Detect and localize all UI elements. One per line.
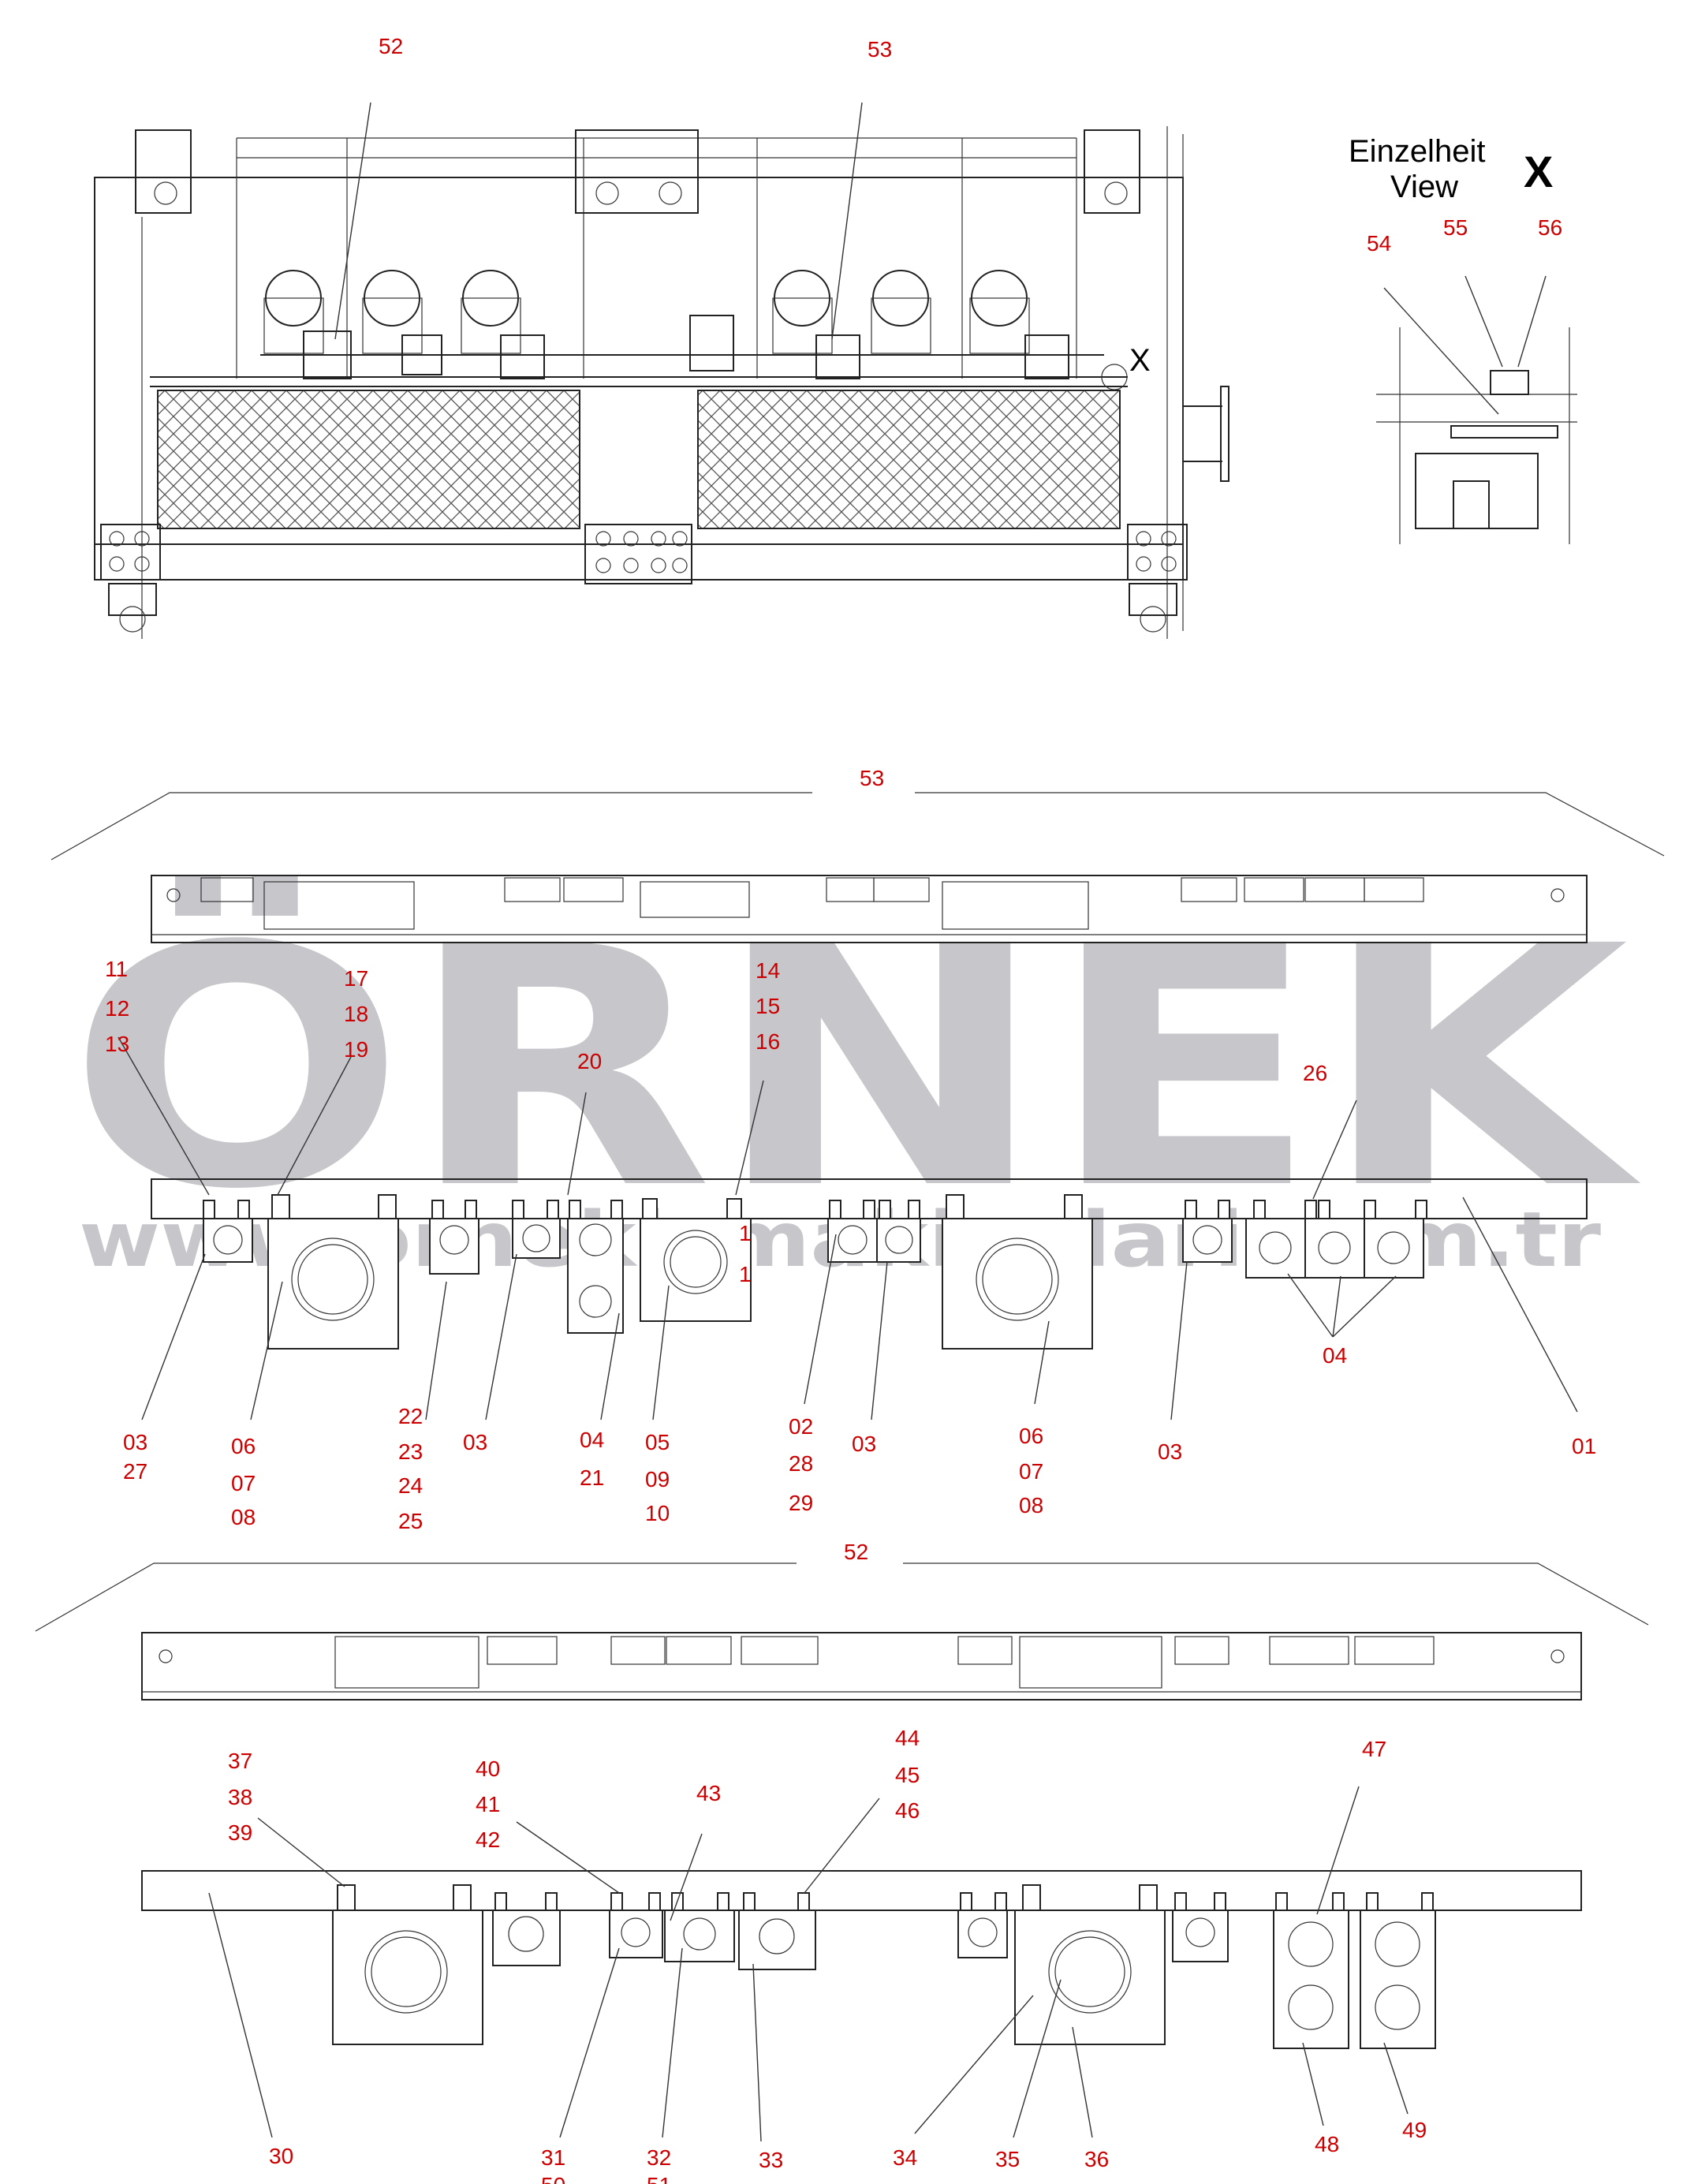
detail-marker: X	[1524, 147, 1553, 196]
callout-08a: 08	[231, 1505, 256, 1529]
callout-30: 30	[269, 2144, 293, 2168]
callout-13: 13	[105, 1032, 129, 1056]
watermark-brand: ÖRNEK	[67, 872, 1644, 1262]
assembly-front-view: X 52 53	[94, 34, 1229, 639]
callout-34: 34	[893, 2145, 917, 2170]
callout-1b: 1	[739, 1262, 752, 1286]
callout-19: 19	[344, 1037, 368, 1062]
callout-01: 01	[1572, 1434, 1596, 1458]
callout-03d: 03	[1158, 1439, 1182, 1464]
foot-left	[108, 583, 157, 633]
callout-1a: 1	[739, 1221, 752, 1245]
callout-23: 23	[398, 1439, 423, 1464]
callout-29: 29	[789, 1491, 813, 1515]
callout-15: 15	[756, 994, 780, 1018]
callout-04b: 04	[1323, 1343, 1347, 1368]
callout-31: 31	[541, 2145, 565, 2170]
section-53: 53	[50, 766, 1665, 1533]
rail-upper	[151, 875, 1588, 943]
callout-54: 54	[1367, 231, 1391, 256]
rail-fittings-upper	[166, 877, 1565, 930]
callout-05: 05	[645, 1430, 670, 1454]
callout-04a: 04	[580, 1428, 604, 1452]
callout-28: 28	[789, 1451, 813, 1476]
callout-42: 42	[476, 1827, 500, 1852]
callout-08b: 08	[1019, 1493, 1043, 1518]
callout-33: 33	[759, 2148, 783, 2172]
callout-24: 24	[398, 1473, 423, 1498]
callout-36: 36	[1084, 2147, 1109, 2171]
section-53-label: 53	[860, 766, 884, 790]
callout-38: 38	[228, 1785, 252, 1809]
foot-right	[1129, 583, 1177, 633]
insulation-panel-right	[697, 390, 1121, 529]
callout-40: 40	[476, 1757, 500, 1781]
callout-43: 43	[696, 1781, 721, 1805]
leaders-53	[118, 1036, 1578, 1421]
callout-25: 25	[398, 1509, 423, 1533]
callout-12: 12	[105, 996, 129, 1021]
detail-subtitle: View	[1390, 170, 1458, 204]
callout-21: 21	[580, 1465, 604, 1490]
callout-11: 11	[105, 957, 128, 981]
callout-47: 47	[1362, 1737, 1386, 1761]
callout-44: 44	[895, 1726, 920, 1750]
clamps-53	[203, 1194, 1427, 1350]
section-52-label: 52	[844, 1540, 868, 1564]
callout-02: 02	[789, 1414, 813, 1439]
base-bolt-block-right	[1127, 524, 1188, 581]
base-bolt-block-mid	[584, 524, 692, 584]
callout-10: 10	[645, 1501, 670, 1525]
detail-title: Einzelheit	[1349, 134, 1485, 169]
callout-27: 27	[123, 1459, 147, 1484]
pipe-ends	[263, 270, 1030, 354]
mount-bracket-right	[1084, 129, 1140, 214]
callout-48: 48	[1315, 2132, 1339, 2156]
callout-46: 46	[895, 1798, 920, 1823]
rail-lower-52	[141, 1870, 1582, 1911]
callout-14: 14	[756, 958, 780, 983]
callout-26: 26	[1303, 1061, 1327, 1085]
callout-03b: 03	[463, 1430, 487, 1454]
insulation-panel-left	[157, 390, 580, 529]
callout-53-top: 53	[868, 37, 892, 62]
callout-41: 41	[476, 1792, 500, 1816]
callout-03a: 03	[123, 1430, 147, 1454]
callout-20: 20	[577, 1049, 602, 1073]
callout-52-top: 52	[379, 34, 403, 58]
callout-07a: 07	[231, 1471, 256, 1495]
callout-03c: 03	[852, 1432, 876, 1456]
base-bolt-block-left	[100, 524, 161, 581]
detail-view-x: Einzelheit View X 54 55 56	[1349, 134, 1577, 544]
mount-bracket-mid	[575, 129, 699, 214]
callout-56: 56	[1538, 215, 1562, 240]
callout-06b: 06	[1019, 1424, 1043, 1448]
callout-32: 32	[647, 2145, 671, 2170]
rail-upper-52	[141, 1632, 1582, 1701]
rail-fittings-52	[159, 1636, 1565, 1689]
callout-45: 45	[895, 1763, 920, 1787]
callout-39: 39	[228, 1820, 252, 1845]
callout-49: 49	[1402, 2118, 1427, 2142]
callout-37: 37	[228, 1749, 252, 1773]
callout-51: 51	[647, 2173, 671, 2184]
callout-22: 22	[398, 1404, 423, 1428]
callout-16: 16	[756, 1029, 780, 1054]
callout-50: 50	[541, 2173, 565, 2184]
callout-06a: 06	[231, 1434, 256, 1458]
callout-09: 09	[645, 1467, 670, 1491]
clamps-52	[332, 1884, 1436, 2049]
leaders-52	[208, 1786, 1409, 2142]
view-marker-x: X	[1129, 343, 1151, 378]
callout-55: 55	[1443, 215, 1468, 240]
callout-18: 18	[344, 1002, 368, 1026]
callout-07b: 07	[1019, 1459, 1043, 1484]
callout-17: 17	[344, 966, 368, 991]
mount-bracket-left	[135, 129, 192, 214]
section-52: 52	[35, 1540, 1649, 2184]
callout-35: 35	[995, 2147, 1020, 2171]
